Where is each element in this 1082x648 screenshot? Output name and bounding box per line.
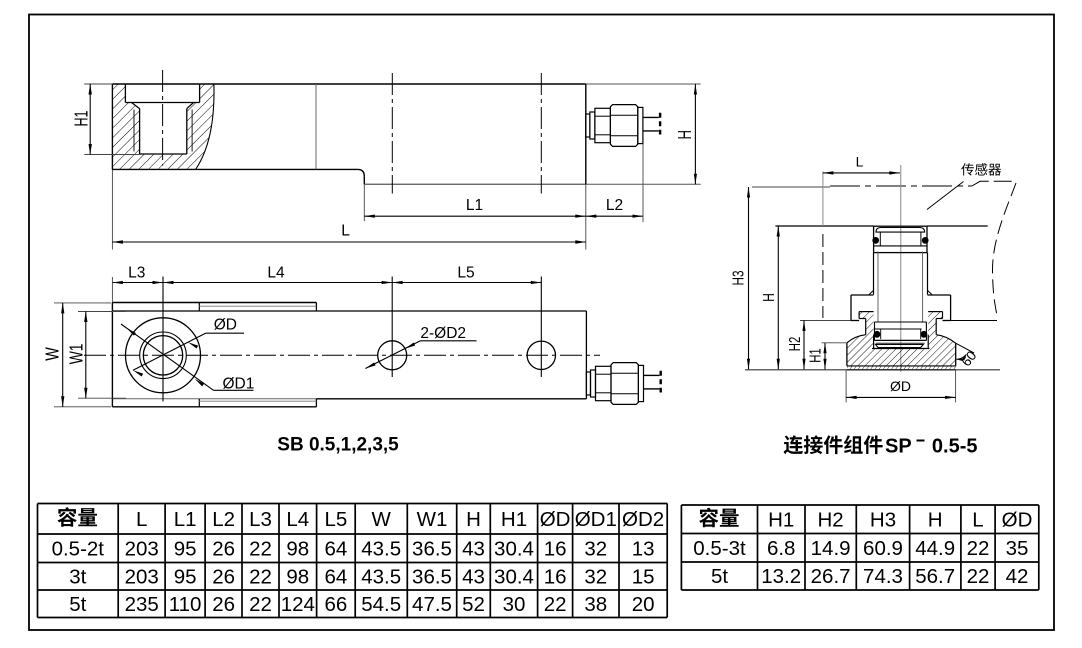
svg-text:20: 20 (632, 593, 655, 616)
svg-text:26: 26 (212, 537, 235, 560)
svg-text:H2: H2 (817, 508, 843, 531)
svg-text:L3: L3 (249, 508, 272, 531)
svg-text:16: 16 (544, 537, 567, 560)
svg-text:203: 203 (125, 537, 159, 560)
svg-text:26.7: 26.7 (811, 565, 851, 588)
svg-text:43: 43 (462, 565, 485, 588)
svg-text:43: 43 (462, 537, 485, 560)
svg-text:H2: H2 (787, 337, 804, 352)
svg-text:22: 22 (249, 593, 272, 616)
svg-text:22: 22 (249, 565, 272, 588)
svg-text:98: 98 (286, 537, 309, 560)
svg-text:SP: SP (885, 435, 912, 457)
svg-text:ØD2: ØD2 (622, 508, 664, 531)
svg-text:0.5-5: 0.5-5 (932, 435, 978, 457)
svg-text:0.5-2t: 0.5-2t (52, 537, 105, 560)
svg-text:H3: H3 (731, 270, 748, 285)
svg-text:L1: L1 (174, 508, 197, 531)
svg-text:43.5: 43.5 (361, 537, 401, 560)
svg-text:22: 22 (544, 593, 567, 616)
svg-text:32: 32 (584, 565, 607, 588)
svg-text:SB 0.5,1,2,3,5: SB 0.5,1,2,3,5 (277, 435, 399, 456)
svg-text:L: L (341, 223, 350, 240)
svg-text:5t: 5t (711, 565, 728, 588)
svg-text:6.8: 6.8 (767, 537, 796, 560)
svg-text:30.4: 30.4 (494, 537, 534, 560)
svg-text:L2: L2 (606, 197, 623, 214)
svg-text:ØD: ØD (890, 378, 911, 394)
svg-text:ØD1: ØD1 (223, 375, 255, 392)
svg-text:54.5: 54.5 (361, 593, 401, 616)
svg-text:60.9: 60.9 (863, 537, 903, 560)
svg-text:30.4: 30.4 (494, 565, 534, 588)
svg-text:3t: 3t (69, 565, 86, 588)
svg-text:L4: L4 (286, 508, 309, 531)
svg-text:W1: W1 (417, 508, 448, 531)
svg-text:95: 95 (174, 565, 197, 588)
svg-text:26: 26 (212, 593, 235, 616)
svg-text:38: 38 (584, 593, 607, 616)
svg-text:H1: H1 (768, 508, 794, 531)
svg-text:5t: 5t (69, 593, 86, 616)
svg-text:H1: H1 (72, 111, 92, 127)
svg-text:13: 13 (632, 537, 655, 560)
svg-text:14.9: 14.9 (811, 537, 851, 560)
svg-text:L2: L2 (212, 508, 235, 531)
svg-text:64: 64 (324, 537, 347, 560)
svg-text:2-ØD2: 2-ØD2 (420, 325, 466, 342)
svg-text:L3: L3 (128, 264, 145, 281)
svg-text:ØD: ØD (1002, 508, 1033, 531)
svg-text:H: H (761, 293, 778, 302)
svg-text:26: 26 (212, 565, 235, 588)
svg-text:ØD: ØD (540, 508, 571, 531)
svg-text:H: H (675, 130, 695, 140)
svg-text:44.9: 44.9 (915, 537, 955, 560)
svg-text:66: 66 (324, 593, 347, 616)
svg-text:W: W (43, 347, 63, 361)
svg-text:35: 35 (1006, 537, 1029, 560)
svg-text:52: 52 (462, 593, 485, 616)
svg-text:42: 42 (1006, 565, 1029, 588)
svg-text:22: 22 (967, 537, 990, 560)
svg-text:13.2: 13.2 (761, 565, 801, 588)
svg-text:H1: H1 (808, 348, 825, 363)
svg-text:H: H (928, 508, 943, 531)
svg-text:L: L (856, 154, 864, 170)
svg-text:30: 30 (503, 593, 526, 616)
svg-text:124: 124 (281, 593, 315, 616)
svg-text:22: 22 (249, 537, 272, 560)
svg-text:ØD1: ØD1 (575, 508, 617, 531)
svg-text:36.5: 36.5 (412, 565, 452, 588)
svg-text:110: 110 (169, 593, 202, 616)
svg-text:64: 64 (324, 565, 347, 588)
svg-text:H1: H1 (501, 508, 527, 531)
svg-text:98: 98 (286, 565, 309, 588)
svg-text:16: 16 (544, 565, 567, 588)
svg-text:L: L (136, 508, 147, 531)
svg-text:22: 22 (967, 565, 990, 588)
svg-text:ØD: ØD (214, 317, 237, 334)
svg-text:0.5-3t: 0.5-3t (693, 537, 746, 560)
svg-text:74.3: 74.3 (863, 565, 903, 588)
svg-text:43.5: 43.5 (361, 565, 401, 588)
svg-text:H3: H3 (870, 508, 896, 531)
svg-text:L1: L1 (466, 197, 483, 214)
svg-text:H: H (466, 508, 481, 531)
svg-text:95: 95 (174, 537, 197, 560)
svg-text:L4: L4 (267, 264, 285, 281)
svg-text:L5: L5 (324, 508, 347, 531)
svg-text:235: 235 (125, 593, 159, 616)
svg-text:56.7: 56.7 (915, 565, 955, 588)
svg-text:W1: W1 (66, 344, 86, 365)
svg-text:36.5: 36.5 (412, 537, 452, 560)
svg-text:L5: L5 (457, 264, 474, 281)
svg-text:15: 15 (632, 565, 655, 588)
svg-text:32: 32 (584, 537, 607, 560)
svg-text:203: 203 (125, 565, 159, 588)
svg-text:W: W (372, 508, 392, 531)
svg-text:L: L (972, 508, 983, 531)
svg-text:60: 60 (958, 348, 979, 369)
svg-text:47.5: 47.5 (412, 593, 452, 616)
